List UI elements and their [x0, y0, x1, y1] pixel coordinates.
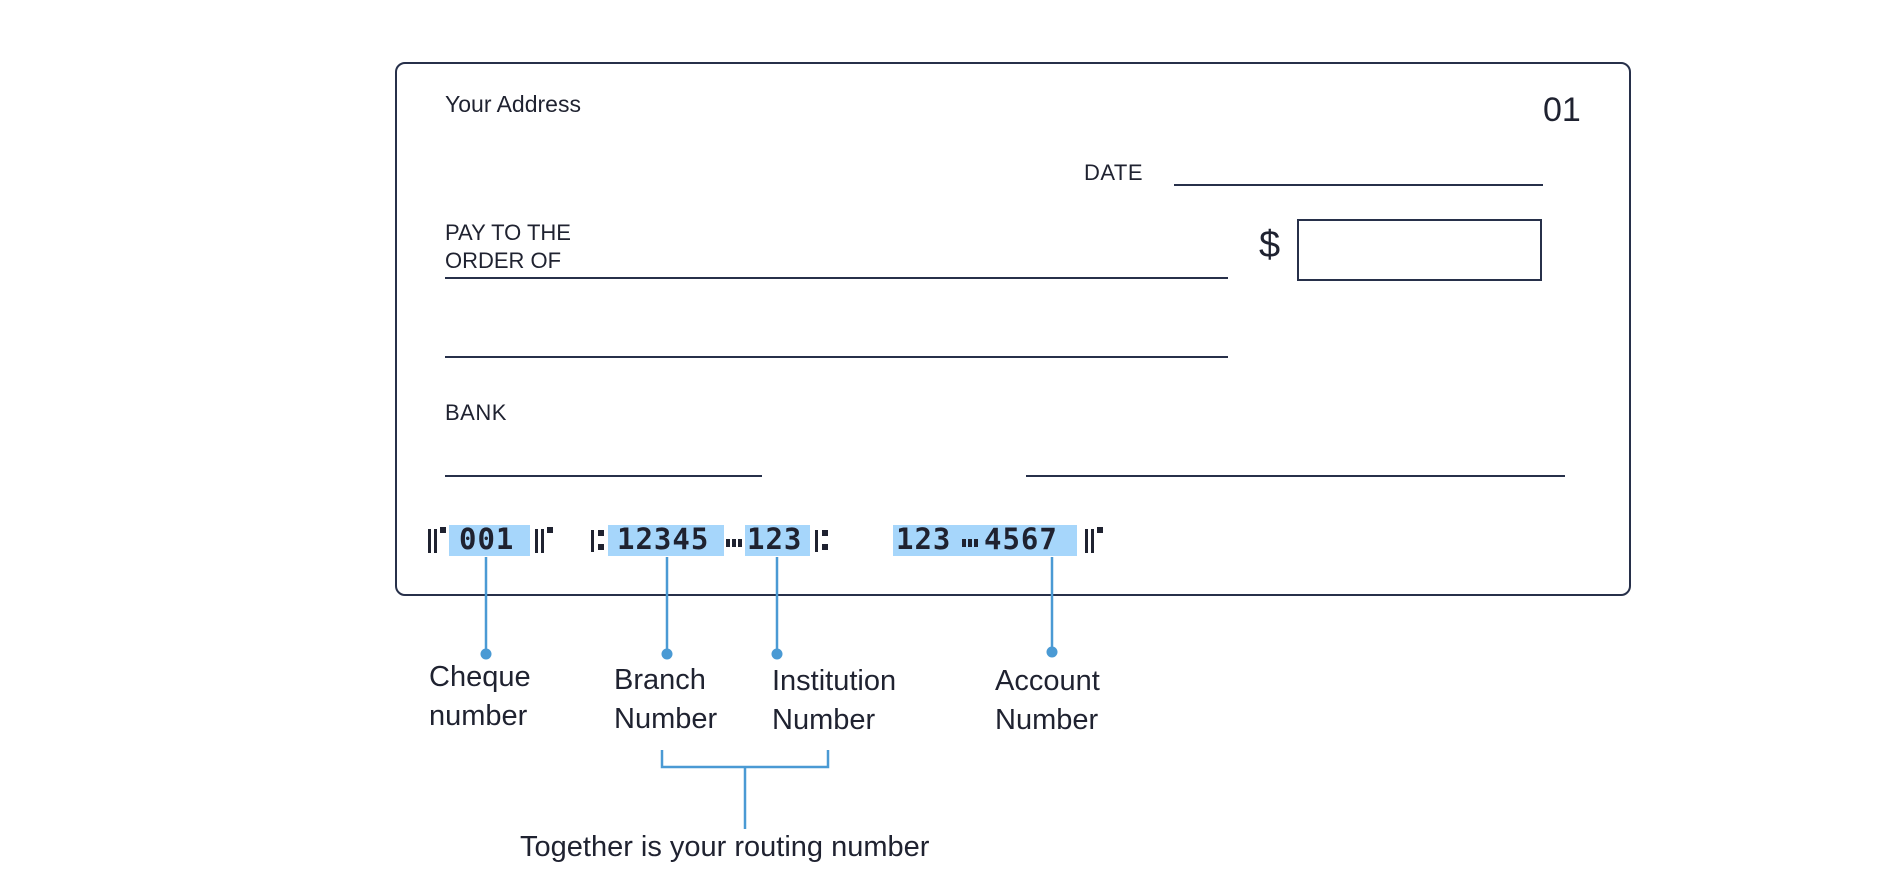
cheque [395, 62, 1631, 596]
branch-callout-dot [661, 648, 673, 660]
account-number-highlight [893, 525, 1077, 556]
micr-branch-number: 12345 [617, 522, 710, 556]
micr-on-us-symbol [1085, 527, 1103, 553]
institution-number-callout: Institution Number [772, 662, 896, 740]
account-number-callout: Account Number [995, 662, 1100, 740]
cheque-callout-line1: Cheque [429, 661, 531, 693]
date-line [1174, 184, 1543, 186]
micr-account-part2: 4567 [984, 522, 1058, 556]
institution-callout-line2: Number [772, 704, 876, 736]
dollar-sign: $ [1259, 224, 1281, 266]
amount-box [1297, 219, 1542, 281]
micr-transit-symbol-right [535, 527, 553, 553]
routing-bracket [660, 750, 830, 769]
branch-callout-line1: Branch [614, 664, 706, 696]
institution-callout-line1: Institution [772, 665, 897, 697]
micr-account-dash-symbol [962, 539, 978, 547]
payee-line [445, 277, 1228, 279]
micr-institution-number: 123 [747, 522, 803, 556]
cheque-callout-line2: number [429, 700, 528, 732]
micr-routing-symbol-right [815, 530, 828, 552]
institution-number-highlight [745, 525, 810, 556]
micr-dash-symbol [726, 539, 742, 547]
cheque-callout-dot [480, 648, 492, 660]
micr-transit-symbol-left [428, 527, 446, 553]
pay-to-line2: ORDER OF [445, 248, 562, 273]
cheque-number-corner: 01 [1543, 91, 1581, 129]
routing-number-note: Together is your routing number [520, 831, 930, 863]
date-label: DATE [1084, 160, 1144, 185]
account-callout-line1: Account [995, 665, 1100, 697]
account-callout-line2: Number [995, 704, 1099, 736]
micr-cheque-number: 001 [459, 522, 515, 556]
branch-number-highlight [608, 525, 724, 556]
institution-callout-dot [771, 648, 783, 660]
signature-line [1026, 475, 1565, 477]
address-label: Your Address [445, 91, 581, 117]
bank-line [445, 475, 762, 477]
micr-routing-symbol-left [591, 530, 604, 552]
cheque-number-highlight [449, 525, 530, 556]
pay-to-label: PAY TO THE ORDER OF [445, 219, 571, 275]
pay-to-line1: PAY TO THE [445, 220, 571, 245]
cheque-number-callout: Cheque number [429, 658, 531, 736]
branch-number-callout: Branch Number [614, 661, 717, 739]
branch-callout-line2: Number [614, 703, 718, 735]
account-callout-dot [1046, 646, 1058, 658]
amount-words-line [445, 356, 1228, 358]
micr-account-part1: 123 [896, 522, 952, 556]
bank-label: BANK [445, 400, 507, 425]
